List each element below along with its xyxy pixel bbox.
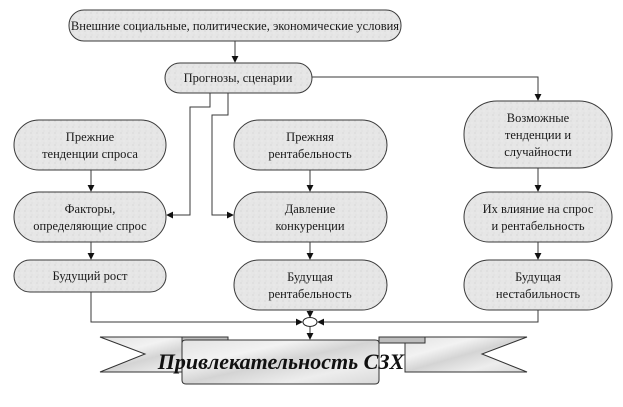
node-future-instability: Будущая нестабильность bbox=[463, 259, 613, 311]
node-label-line: Будущий рост bbox=[53, 269, 128, 283]
node-top-label: Внешние социальные, политические, эконом… bbox=[71, 19, 399, 33]
connectors bbox=[87, 41, 542, 340]
node-future-profitability: Будущая рентабельность bbox=[233, 259, 388, 311]
node-label-line: конкуренции bbox=[275, 219, 344, 233]
node-label-line: нестабильность bbox=[496, 287, 581, 301]
connector-forecast-to-possible bbox=[312, 76, 542, 101]
node-label-line: Давление bbox=[285, 202, 336, 216]
node-future-growth: Будущий рост bbox=[13, 259, 167, 293]
node-possible-trends: Возможные тенденции и случайности bbox=[463, 100, 613, 169]
node-label-line: Будущая bbox=[287, 270, 333, 284]
node-top: Внешние социальные, политические, эконом… bbox=[68, 9, 402, 42]
connector-forecast-to-factors bbox=[166, 93, 211, 219]
node-impact-on-demand: Их влияние на спрос и рентабельность bbox=[463, 191, 613, 243]
result-label: Привлекательность СЗХ bbox=[157, 349, 406, 374]
banner-tail-right bbox=[404, 336, 528, 373]
node-label-line: тенденции и bbox=[505, 128, 571, 142]
node-label-line: и рентабельность bbox=[491, 219, 584, 233]
node-label-line: Прежние bbox=[66, 130, 115, 144]
node-label-line: случайности bbox=[504, 145, 572, 159]
node-label-line: тенденции спроса bbox=[42, 147, 138, 161]
node-label-line: Возможные bbox=[507, 111, 570, 125]
banner-fold-right bbox=[378, 336, 426, 344]
node-label-line: Прежняя bbox=[286, 130, 334, 144]
node-forecast: Прогнозы, сценарии bbox=[164, 62, 313, 94]
node-label-line: Их влияние на спрос bbox=[483, 202, 594, 216]
node-past-demand-trends: Прежние тенденции спроса bbox=[13, 119, 167, 171]
node-label-line: Будущая bbox=[515, 270, 561, 284]
node-label-line: Факторы, bbox=[65, 202, 116, 216]
node-label-line: рентабельность bbox=[268, 287, 352, 301]
merge-node bbox=[302, 317, 318, 327]
node-forecast-label: Прогнозы, сценарии bbox=[184, 71, 293, 85]
node-label-line: определяющие спрос bbox=[33, 219, 147, 233]
connector-forecast-to-competition bbox=[211, 93, 234, 219]
result-banner: Привлекательность СЗХ bbox=[99, 336, 528, 385]
node-demand-factors: Факторы, определяющие спрос bbox=[13, 191, 167, 243]
node-past-profitability: Прежняя рентабельность bbox=[233, 119, 388, 171]
connector-right-to-merge bbox=[317, 310, 539, 326]
banner-main bbox=[181, 339, 380, 385]
node-label-line: рентабельность bbox=[268, 147, 352, 161]
node-competition-pressure: Давление конкуренции bbox=[233, 191, 388, 243]
connector-left-to-merge bbox=[90, 292, 303, 326]
